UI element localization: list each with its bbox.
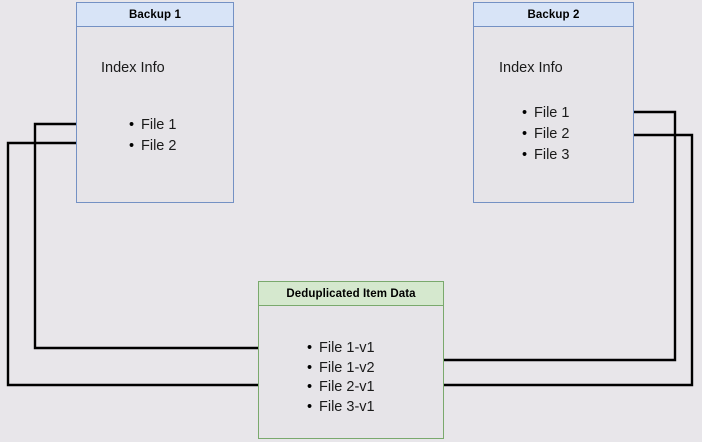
- node-backup-2[interactable]: Backup 2 Index Info File 1 File 2 File 3: [473, 2, 634, 203]
- list-item[interactable]: File 2-v1: [307, 378, 375, 398]
- list-item[interactable]: File 1: [522, 103, 569, 124]
- node-deduplicated-item-data-body: File 1-v1 File 1-v2 File 2-v1 File 3-v1: [259, 306, 443, 438]
- node-deduplicated-item-data-title: Deduplicated Item Data: [259, 282, 443, 306]
- node-backup-2-section-label: Index Info: [499, 60, 563, 76]
- list-item[interactable]: File 3: [522, 145, 569, 166]
- node-backup-1-file-list: File 1 File 2: [129, 115, 176, 157]
- node-deduplicated-item-data[interactable]: Deduplicated Item Data File 1-v1 File 1-…: [258, 281, 444, 439]
- list-item[interactable]: File 1-v1: [307, 339, 375, 359]
- node-backup-2-file-list: File 1 File 2 File 3: [522, 103, 569, 166]
- list-item[interactable]: File 1: [129, 115, 176, 136]
- node-deduplicated-file-list: File 1-v1 File 1-v2 File 2-v1 File 3-v1: [307, 339, 375, 417]
- list-item[interactable]: File 3-v1: [307, 398, 375, 418]
- list-item[interactable]: File 2: [522, 124, 569, 145]
- node-backup-1-section-label: Index Info: [101, 60, 165, 76]
- node-backup-1[interactable]: Backup 1 Index Info File 1 File 2: [76, 2, 234, 203]
- list-item[interactable]: File 1-v2: [307, 359, 375, 379]
- node-backup-2-body: Index Info File 1 File 2 File 3: [474, 27, 633, 202]
- list-item[interactable]: File 2: [129, 136, 176, 157]
- node-backup-1-title: Backup 1: [77, 3, 233, 27]
- node-backup-1-body: Index Info File 1 File 2: [77, 27, 233, 202]
- node-backup-2-title: Backup 2: [474, 3, 633, 27]
